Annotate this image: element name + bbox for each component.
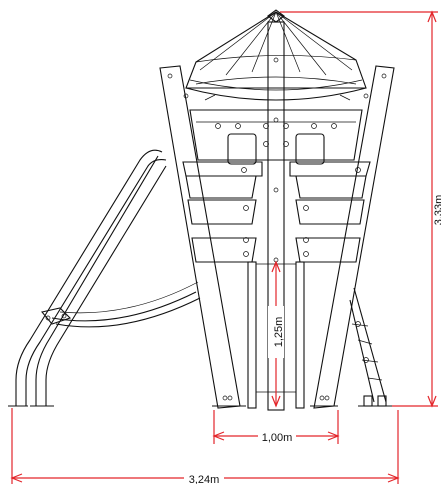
left-wall-panels xyxy=(182,161,263,263)
dimension-total-width: 3,24m xyxy=(10,408,400,484)
right-wall-panels xyxy=(289,161,371,263)
dimension-deck-height: 1,25m xyxy=(268,260,285,408)
central-post xyxy=(267,21,285,411)
upper-cabin xyxy=(189,76,363,165)
dimension-total-height: 3,33m xyxy=(280,10,441,408)
roof xyxy=(185,9,367,101)
slide xyxy=(8,149,201,407)
deck-width-label: 1,00m xyxy=(262,432,293,444)
dimension-deck-width: 1,00m xyxy=(212,410,340,444)
total-width-label: 3,24m xyxy=(189,474,220,484)
left-frame-post xyxy=(159,65,241,409)
rope-ladder xyxy=(349,287,387,407)
right-frame-post xyxy=(313,65,395,409)
deck-height-label: 1,25m xyxy=(273,317,285,348)
total-height-label: 3,33m xyxy=(433,195,441,226)
